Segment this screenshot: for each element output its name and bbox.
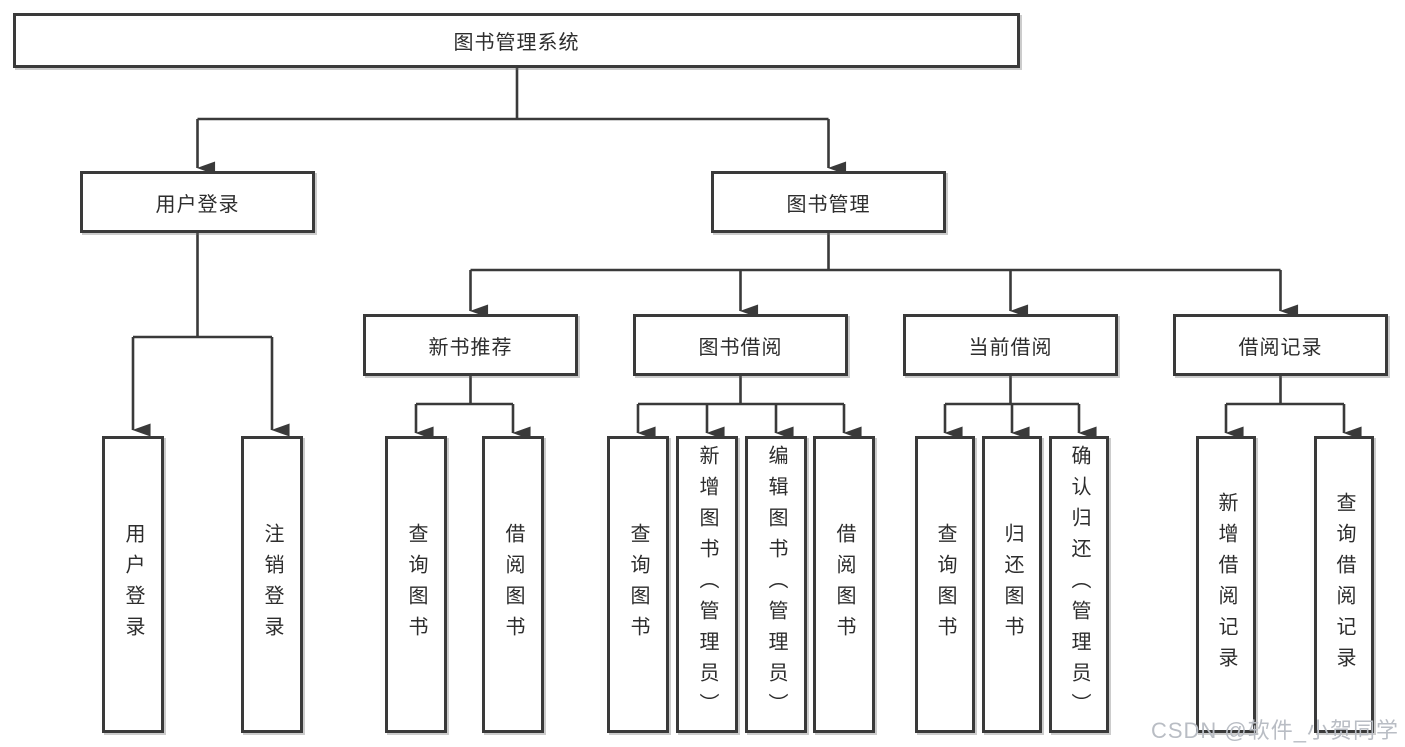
- node-book-borrow: 图书借阅: [633, 314, 848, 376]
- node-borrow-book-2: 借阅图书: [813, 436, 875, 733]
- leaf-label: 查询图书: [627, 522, 649, 647]
- node-book-management-label: 图书管理: [786, 193, 871, 216]
- node-current-borrow: 当前借阅: [903, 314, 1118, 376]
- leaf-label: 查询图书: [934, 522, 956, 647]
- leaf-label: 查询图书: [405, 522, 427, 647]
- node-return-book: 归还图书: [982, 436, 1042, 733]
- node-query-book-1: 查询图书: [385, 436, 447, 733]
- leaf-label: 注销登录: [261, 522, 283, 647]
- node-borrow-book-1: 借阅图书: [482, 436, 544, 733]
- node-root-label: 图书管理系统: [453, 32, 580, 54]
- node-current-borrow-label: 当前借阅: [968, 336, 1053, 359]
- node-user-login-leaf: 用户登录: [102, 436, 164, 733]
- node-book-management: 图书管理: [711, 171, 946, 233]
- node-add-borrow-record: 新增借阅记录: [1196, 436, 1256, 733]
- node-logout-leaf: 注销登录: [241, 436, 303, 733]
- node-user-login: 用户登录: [80, 171, 315, 233]
- node-query-borrow-record: 查询借阅记录: [1314, 436, 1374, 733]
- node-edit-book-admin: 编辑图书（管理员）: [745, 436, 807, 733]
- leaf-label: 编辑图书（管理员）: [765, 445, 787, 724]
- node-borrow-record-label: 借阅记录: [1238, 336, 1323, 359]
- leaf-label: 确认归还（管理员）: [1068, 445, 1090, 724]
- node-book-borrow-label: 图书借阅: [698, 336, 783, 359]
- node-user-login-label: 用户登录: [155, 193, 240, 216]
- node-query-book-2: 查询图书: [607, 436, 669, 733]
- leaf-label: 用户登录: [122, 522, 144, 647]
- leaf-label: 借阅图书: [502, 522, 524, 647]
- node-new-book-recommend-label: 新书推荐: [428, 336, 513, 359]
- csdn-watermark: CSDN @软件_小贺同学: [1150, 718, 1399, 743]
- leaf-label: 归还图书: [1001, 522, 1023, 647]
- leaf-label: 查询借阅记录: [1333, 491, 1355, 678]
- node-query-book-3: 查询图书: [915, 436, 975, 733]
- leaf-label: 新增借阅记录: [1215, 491, 1237, 678]
- node-confirm-return-admin: 确认归还（管理员）: [1049, 436, 1109, 733]
- node-borrow-record: 借阅记录: [1173, 314, 1388, 376]
- node-new-book-recommend: 新书推荐: [363, 314, 578, 376]
- leaf-label: 新增图书（管理员）: [696, 445, 718, 724]
- leaf-label: 借阅图书: [833, 522, 855, 647]
- node-root: 图书管理系统: [13, 13, 1020, 68]
- node-add-book-admin: 新增图书（管理员）: [676, 436, 738, 733]
